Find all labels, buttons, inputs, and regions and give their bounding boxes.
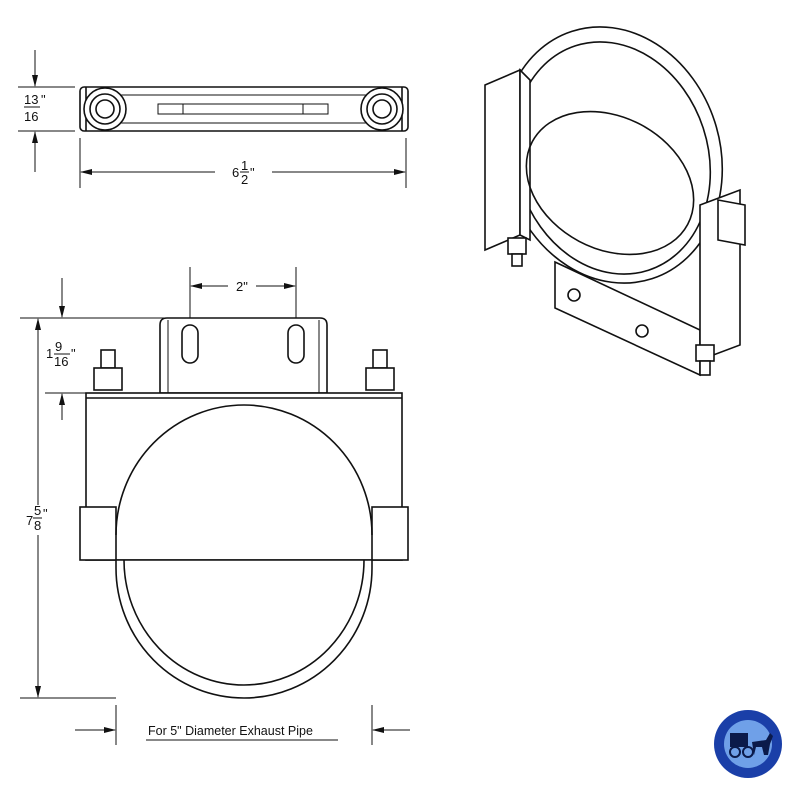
caption: For 5" Diameter Exhaust Pipe	[148, 724, 313, 738]
horse-and-buggy-logo	[714, 710, 782, 778]
nut-icon	[83, 87, 127, 131]
slot	[181, 324, 199, 364]
isometric-view	[484, 26, 746, 377]
svg-text:": "	[41, 92, 46, 107]
svg-text:8: 8	[34, 518, 41, 533]
svg-text:16: 16	[54, 354, 68, 369]
svg-text:": "	[250, 165, 255, 180]
svg-text:5: 5	[34, 503, 41, 518]
svg-text:2: 2	[241, 172, 248, 187]
svg-text:": "	[43, 506, 48, 521]
svg-text:13: 13	[24, 92, 38, 107]
slot	[287, 324, 305, 364]
dim-length: 6 1 2 "	[232, 158, 255, 187]
dim-plate-height: 1 9 16 "	[46, 339, 76, 369]
svg-text:1: 1	[46, 346, 53, 361]
top-view: 13 16 " 6 1 2 "	[18, 50, 409, 188]
svg-text:1: 1	[241, 158, 248, 173]
svg-text:9: 9	[55, 339, 62, 354]
dim-slot-spacing: 2"	[236, 279, 248, 294]
svg-text:": "	[71, 346, 76, 361]
nut-icon	[360, 87, 404, 131]
nut-icon	[507, 237, 715, 376]
dim-thickness: 13 16 "	[24, 92, 46, 124]
front-view: 7 5 8 " 1 9 16 " 2" For 5" Diameter Exha…	[20, 267, 410, 745]
svg-text:6: 6	[232, 165, 239, 180]
dim-overall-height: 7 5 8 "	[26, 503, 48, 533]
svg-text:7: 7	[26, 513, 33, 528]
svg-text:16: 16	[24, 109, 38, 124]
bolt-icon	[93, 349, 395, 391]
